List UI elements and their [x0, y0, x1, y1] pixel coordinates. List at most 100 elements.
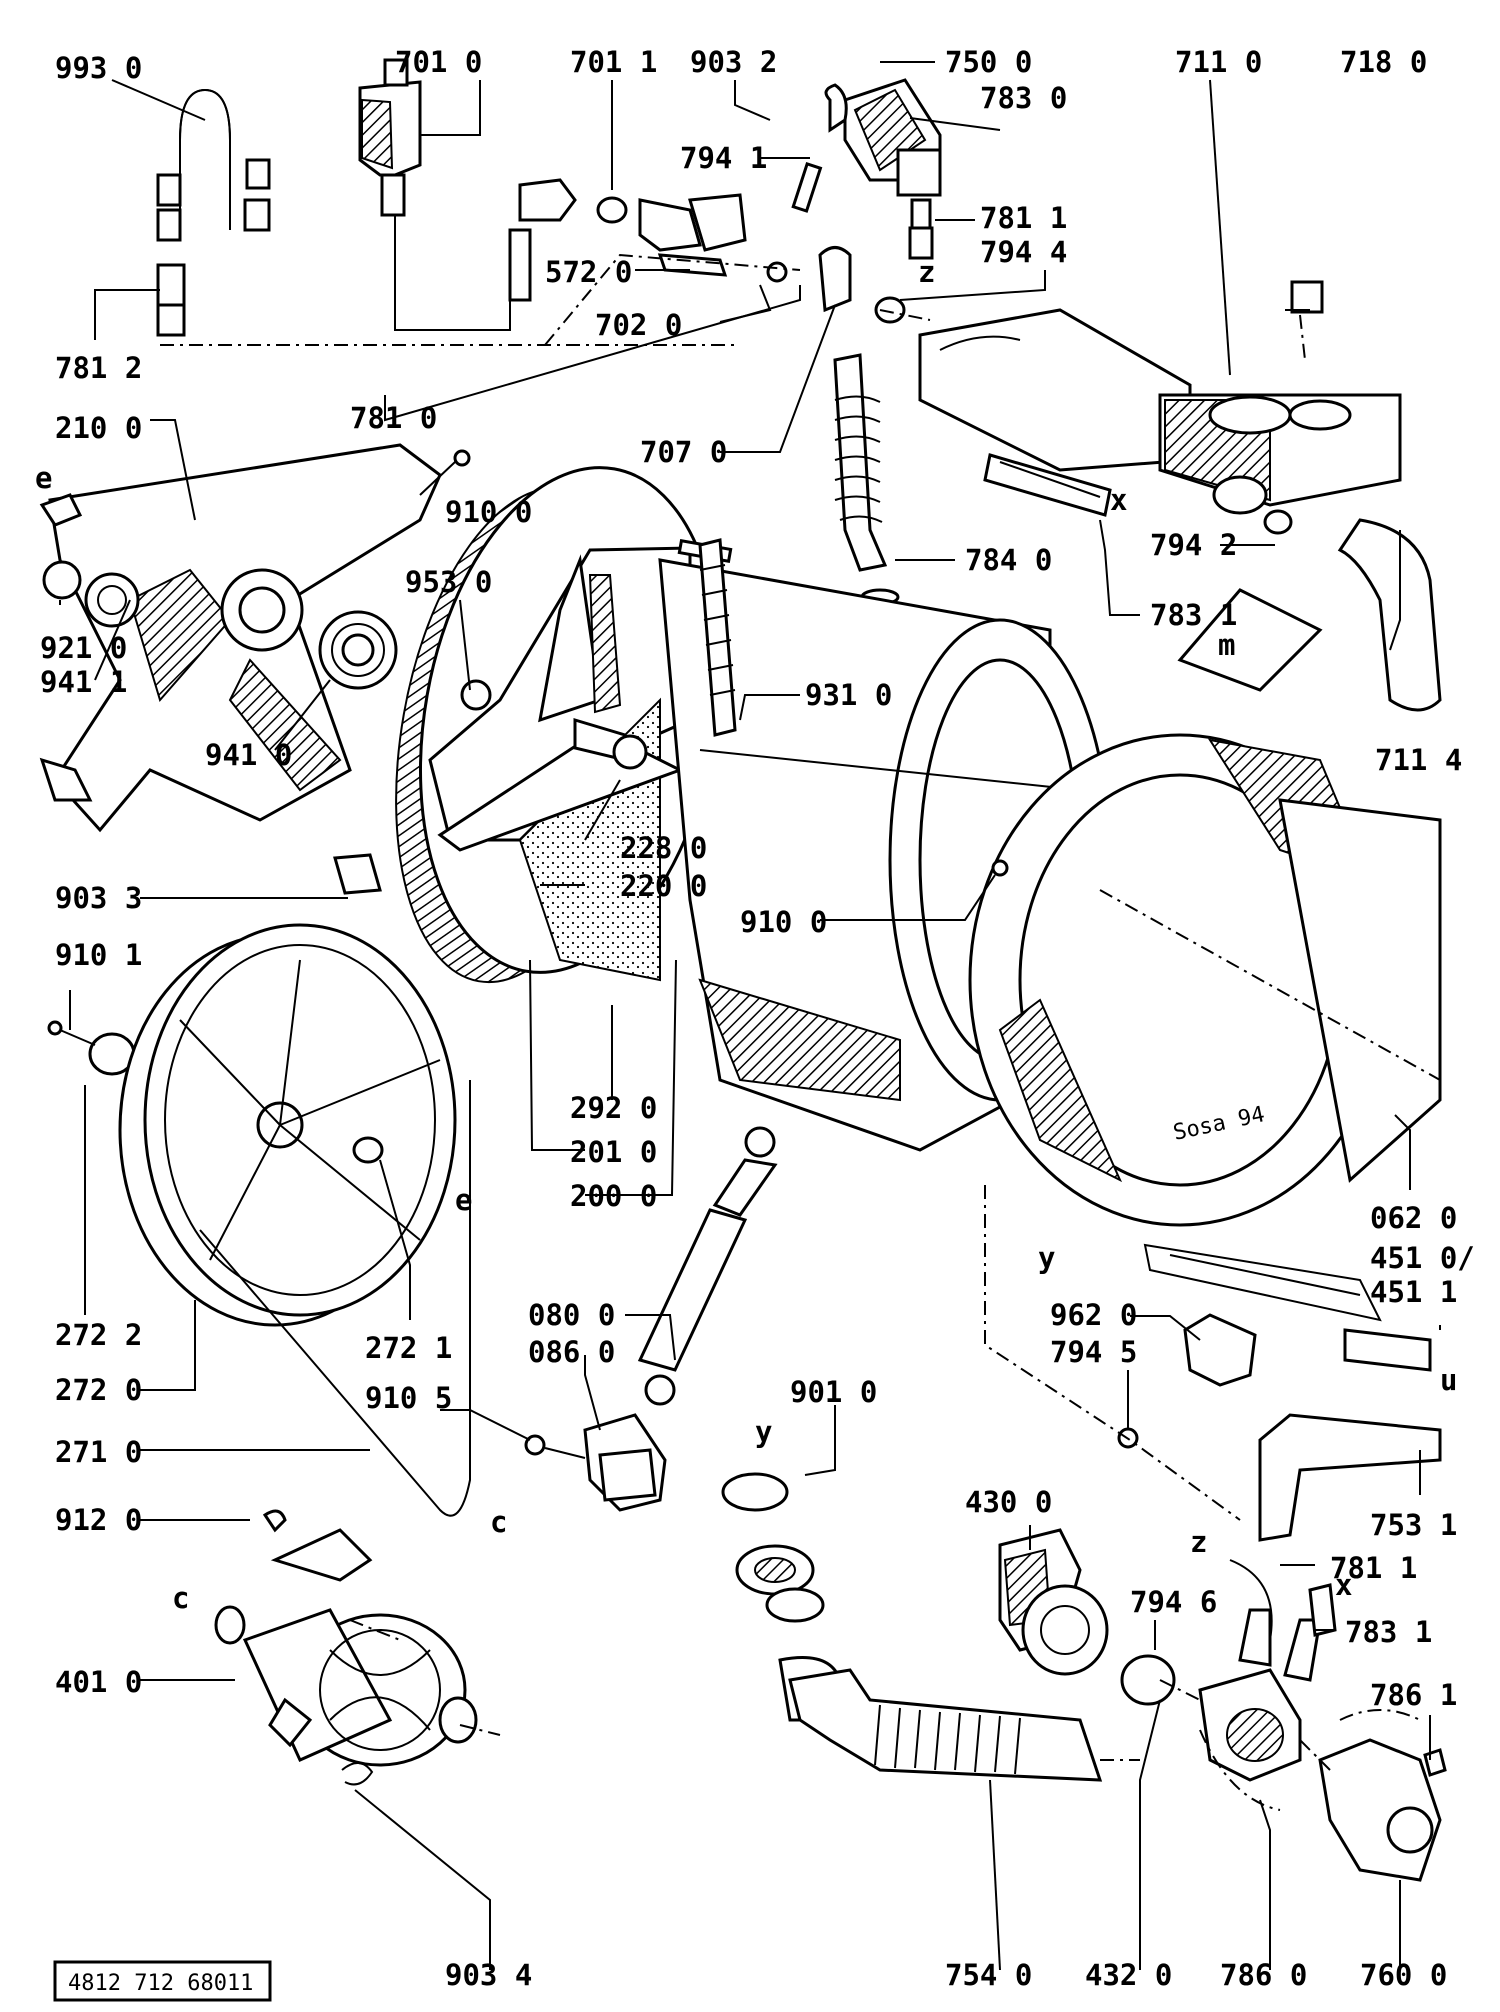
drive-belt-271 — [199, 1080, 471, 1517]
label-707-0: 707 0 — [640, 435, 727, 469]
label-781-1: 781 1 — [980, 201, 1067, 235]
label-702-0: 702 0 — [595, 308, 682, 342]
label-921-0: 921 0 — [40, 631, 127, 665]
letter-u: u — [1440, 1363, 1457, 1397]
label-794-4: 794 4 — [980, 235, 1067, 269]
document-reference-box: 4812 712 68011 — [53, 1960, 272, 2002]
label-272-1: 272 1 — [365, 1331, 452, 1365]
label-220-0: 220 0 — [620, 869, 707, 903]
label-794-5: 794 5 — [1050, 1335, 1137, 1369]
rear-cross-bracket-210 — [39, 443, 442, 833]
label-080-0: 080 0 — [528, 1298, 615, 1332]
letter-y: y — [755, 1415, 772, 1449]
letter-y: y — [1038, 1241, 1055, 1275]
label-901-0: 901 0 — [790, 1375, 877, 1409]
drain-pump-432 — [998, 1528, 1442, 1882]
clip-903-3 — [333, 853, 382, 895]
screws-910 — [419, 449, 1009, 877]
label-272-2: 272 2 — [55, 1318, 142, 1352]
leader-lines — [59, 61, 1441, 1971]
label-432-0: 432 0 — [1085, 1958, 1172, 1992]
label-200-0: 200 0 — [570, 1179, 657, 1213]
label-784-0: 784 0 — [965, 543, 1052, 577]
overflow-hoses — [983, 453, 1442, 712]
washer-910-1 — [47, 1020, 136, 1076]
label-228-0: 228 0 — [620, 831, 707, 865]
label-430-0: 430 0 — [965, 1485, 1052, 1519]
label-912-0: 912 0 — [55, 1503, 142, 1537]
part-labels: 993 0 701 0 701 1 903 2 750 0 783 0 711 … — [40, 45, 1475, 1992]
label-903-3: 903 3 — [55, 881, 142, 915]
letter-c: c — [172, 1581, 189, 1615]
letter-x: x — [1110, 483, 1127, 517]
label-750-0: 750 0 — [945, 45, 1032, 79]
label-910-0b: 910 0 — [740, 905, 827, 939]
label-086-0: 086 0 — [528, 1335, 615, 1369]
label-794-6: 794 6 — [1130, 1585, 1217, 1619]
spring-931 — [698, 538, 737, 737]
inlet-valve-assembly — [450, 178, 788, 331]
assembly-lines — [160, 253, 1441, 1811]
label-910-1: 910 1 — [55, 938, 142, 972]
label-783-0: 783 0 — [980, 81, 1067, 115]
letter-e: e — [455, 1183, 472, 1217]
letter-m: m — [1218, 628, 1235, 662]
label-572-0: 572 0 — [545, 255, 632, 289]
label-783-1: 783 1 — [1150, 598, 1237, 632]
label-794-1: 794 1 — [680, 141, 767, 175]
label-783-1b: 783 1 — [1345, 1615, 1432, 1649]
label-786-1: 786 1 — [1370, 1678, 1457, 1712]
label-753-1: 753 1 — [1370, 1508, 1457, 1542]
label-701-0: 701 0 — [395, 45, 482, 79]
pressure-chamber-750 — [791, 78, 1001, 260]
shock-absorber-080 — [637, 1126, 778, 1406]
label-781-0: 781 0 — [350, 401, 437, 435]
damper-bracket-086 — [524, 1413, 667, 1512]
letter-z: z — [1190, 1525, 1207, 1559]
dispenser-bellows-hose — [818, 246, 906, 606]
label-953-0: 953 0 — [405, 565, 492, 599]
drum-pulley-272 — [118, 923, 457, 1327]
letter-z: z — [918, 255, 935, 289]
heater-451 — [1117, 1243, 1442, 1542]
label-781-1b: 781 1 — [1330, 1551, 1417, 1585]
label-711-4: 711 4 — [1375, 743, 1462, 777]
label-941-1: 941 1 — [40, 665, 127, 699]
drum-and-tub — [395, 466, 1112, 1152]
label-754-0: 754 0 — [945, 1958, 1032, 1992]
letter-c: c — [490, 1505, 507, 1539]
label-781-2: 781 2 — [55, 351, 142, 385]
label-271-0: 271 0 — [55, 1435, 142, 1469]
label-794-2: 794 2 — [1150, 528, 1237, 562]
label-062-0: 062 0 — [1370, 1201, 1457, 1235]
label-451-1: 451 1 — [1370, 1275, 1457, 1309]
label-201-0: 201 0 — [570, 1135, 657, 1169]
letter-x: x — [1335, 1568, 1352, 1602]
connection-letters: e e c c x x z z y y m u — [35, 255, 1457, 1615]
bearings-941 — [42, 560, 398, 690]
label-272-0: 272 0 — [55, 1373, 142, 1407]
label-931-0: 931 0 — [805, 678, 892, 712]
label-401-0: 401 0 — [55, 1665, 142, 1699]
u-hose-993 — [156, 88, 271, 337]
drain-hose-754 — [788, 1668, 1103, 1782]
label-903-4: 903 4 — [445, 1958, 532, 1992]
label-711-0: 711 0 — [1175, 45, 1262, 79]
motor-401 — [214, 1509, 478, 1767]
label-962-0: 962 0 — [1050, 1298, 1137, 1332]
letter-e: e — [35, 461, 52, 495]
label-786-0: 786 0 — [1220, 1958, 1307, 1992]
label-760-0: 760 0 — [1360, 1958, 1447, 1992]
label-993-0: 993 0 — [55, 51, 142, 85]
label-701-1: 701 1 — [570, 45, 657, 79]
document-reference: 4812 712 68011 — [68, 1971, 253, 1996]
label-292-0: 292 0 — [570, 1091, 657, 1125]
label-451-0: 451 0/ — [1370, 1241, 1475, 1275]
lower-pressure-hose — [1229, 1559, 1447, 1777]
label-910-5: 910 5 — [365, 1381, 452, 1415]
label-210-0: 210 0 — [55, 411, 142, 445]
label-941-0: 941 0 — [205, 738, 292, 772]
label-903-2: 903 2 — [690, 45, 777, 79]
clip-903-4 — [341, 1762, 374, 1786]
